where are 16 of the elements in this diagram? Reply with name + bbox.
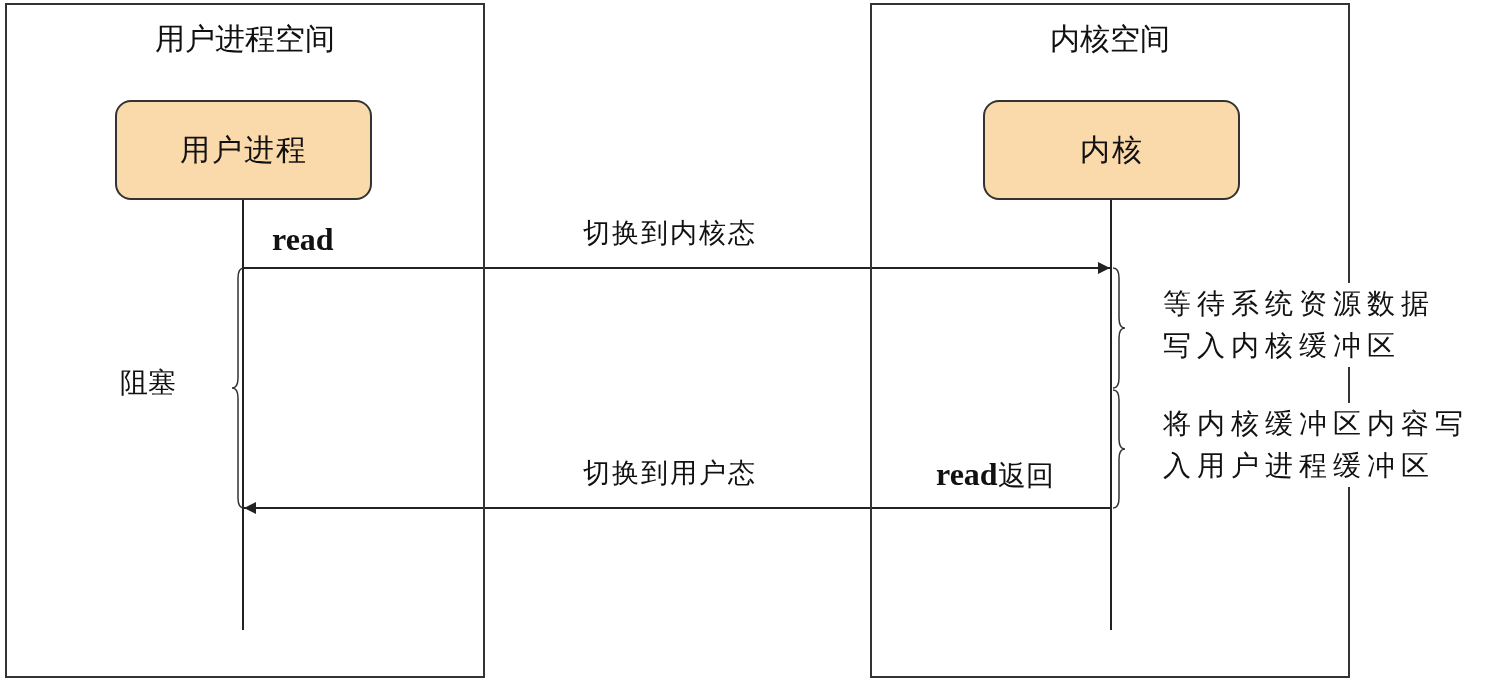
lifeline xyxy=(242,215,244,630)
arrow xyxy=(243,502,1111,514)
arrow xyxy=(243,262,1111,274)
lifeline xyxy=(1110,215,1112,630)
note-label: read返回 xyxy=(936,455,1054,494)
connector-line xyxy=(1110,199,1112,216)
region-box xyxy=(5,3,485,678)
process-label: 用户进程 xyxy=(179,130,308,169)
note-label: read xyxy=(272,220,334,259)
process-box xyxy=(115,100,372,200)
region-title: 用户进程空间 xyxy=(154,20,336,58)
note-label: 阻塞 xyxy=(120,365,176,401)
process-label: 内核 xyxy=(1079,130,1144,169)
region-title: 内核空间 xyxy=(1049,20,1171,58)
connector-line xyxy=(242,199,244,216)
process-box xyxy=(983,100,1240,200)
